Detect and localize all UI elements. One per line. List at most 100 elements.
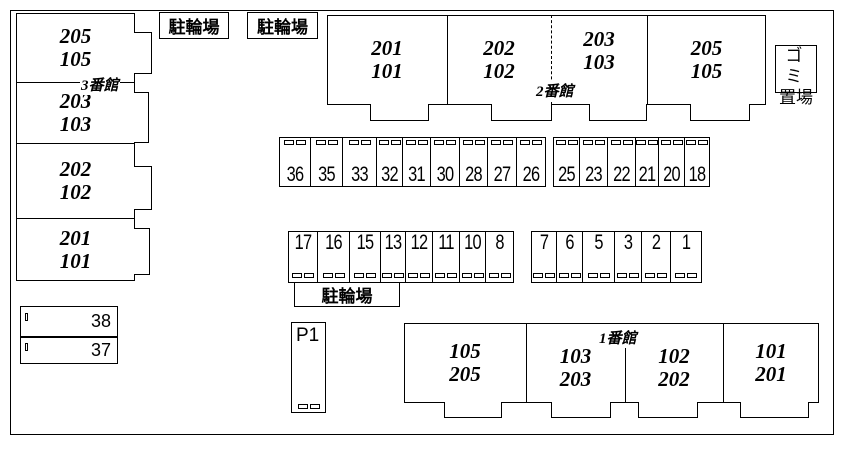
spot-marker: [491, 140, 513, 145]
parking-spot-22[interactable]: 22: [607, 137, 636, 187]
bike-parking-3[interactable]: 駐輪場: [294, 282, 400, 307]
parking-spot-37[interactable]: 37: [20, 337, 118, 364]
parking-spot-8[interactable]: 8: [485, 231, 514, 283]
unit-number: 101: [755, 339, 787, 363]
divider: [625, 340, 626, 403]
parking-spot-3[interactable]: 3: [614, 231, 642, 283]
unit-number: 205: [690, 36, 723, 60]
spot-marker: [382, 273, 404, 278]
parking-spot-35[interactable]: 35: [310, 137, 343, 187]
spot-number: 18: [688, 163, 706, 186]
spot-marker: [408, 273, 430, 278]
balcony: [740, 402, 809, 418]
divider: [551, 15, 552, 105]
unit-number: 102: [658, 344, 690, 368]
parking-spot-15[interactable]: 15: [349, 231, 381, 283]
parking-spot-32[interactable]: 32: [376, 137, 403, 187]
parking-spot-31[interactable]: 31: [402, 137, 431, 187]
spot-marker: [25, 343, 28, 351]
parking-spot-7[interactable]: 7: [531, 231, 557, 283]
parking-spot-1[interactable]: 1: [670, 231, 702, 283]
garbage-area[interactable]: ゴミ 置場: [775, 45, 817, 108]
bike-parking-2[interactable]: 駐輪場: [247, 12, 318, 39]
spot-marker: [284, 140, 306, 145]
garbage-label-1: ゴミ: [785, 46, 807, 87]
spot-marker: [533, 273, 555, 278]
spot-number: 3: [623, 231, 633, 254]
spot-marker: [25, 313, 28, 321]
spot-number: 21: [638, 163, 656, 186]
garbage-label-2: 置場: [779, 88, 813, 108]
parking-spot-38[interactable]: 38: [20, 306, 118, 337]
spot-marker: [434, 140, 456, 145]
spot-number: 28: [465, 163, 482, 186]
parking-spot-33[interactable]: 33: [342, 137, 377, 187]
parking-spot-36[interactable]: 36: [279, 137, 311, 187]
parking-spot-18[interactable]: 18: [684, 137, 710, 187]
spot-number: 27: [493, 163, 511, 186]
spot-number: 38: [90, 311, 111, 331]
parking-spot-p1[interactable]: P1: [291, 322, 326, 413]
divider: [723, 323, 724, 403]
spot-number: 25: [558, 163, 575, 186]
unit-number: 202: [59, 156, 92, 181]
parking-spot-23[interactable]: 23: [579, 137, 608, 187]
spot-marker: [558, 273, 581, 278]
parking-spot-17[interactable]: 17: [288, 231, 318, 283]
parking-spot-6[interactable]: 6: [556, 231, 583, 283]
parking-spot-30[interactable]: 30: [430, 137, 460, 187]
spot-marker: [555, 140, 578, 145]
parking-spot-25[interactable]: 25: [553, 137, 580, 187]
parking-spot-2[interactable]: 2: [641, 231, 671, 283]
spot-marker: [610, 140, 633, 145]
unit-number: 101: [371, 59, 403, 83]
spot-marker: [292, 273, 314, 278]
parking-spot-10[interactable]: 10: [459, 231, 486, 283]
parking-spot-16[interactable]: 16: [317, 231, 350, 283]
spot-marker: [462, 140, 485, 145]
spot-marker: [348, 140, 371, 145]
unit-number: 102: [59, 179, 92, 204]
spot-number: 23: [585, 163, 602, 186]
parking-spot-11[interactable]: 11: [432, 231, 460, 283]
spot-number: 2: [651, 231, 661, 254]
spot-marker: [297, 404, 320, 409]
unit-number: 102: [483, 59, 515, 83]
building-3-label: 3番館: [80, 74, 120, 95]
spot-marker: [645, 273, 667, 278]
spot-marker: [378, 140, 401, 145]
parking-spot-27[interactable]: 27: [487, 137, 517, 187]
spot-marker: [488, 273, 511, 278]
spot-number: 1: [681, 231, 691, 254]
balcony: [444, 402, 502, 418]
spot-number: 7: [539, 231, 549, 254]
balcony: [638, 402, 698, 418]
parking-spot-21[interactable]: 21: [635, 137, 659, 187]
parking-spot-13[interactable]: 13: [380, 231, 406, 283]
parking-spot-28[interactable]: 28: [459, 137, 488, 187]
spot-marker: [636, 140, 658, 145]
unit-number: 202: [658, 367, 690, 391]
parking-spot-26[interactable]: 26: [516, 137, 546, 187]
balcony: [134, 32, 152, 74]
unit-number: 205: [59, 23, 92, 48]
spot-number: 17: [294, 231, 312, 254]
balcony: [370, 104, 429, 121]
balcony: [134, 228, 150, 275]
bike-parking-1[interactable]: 駐輪場: [159, 12, 229, 39]
parking-spot-20[interactable]: 20: [658, 137, 685, 187]
parking-spot-12[interactable]: 12: [405, 231, 433, 283]
building-3-outline: [16, 13, 135, 281]
parking-spot-5[interactable]: 5: [582, 231, 615, 283]
